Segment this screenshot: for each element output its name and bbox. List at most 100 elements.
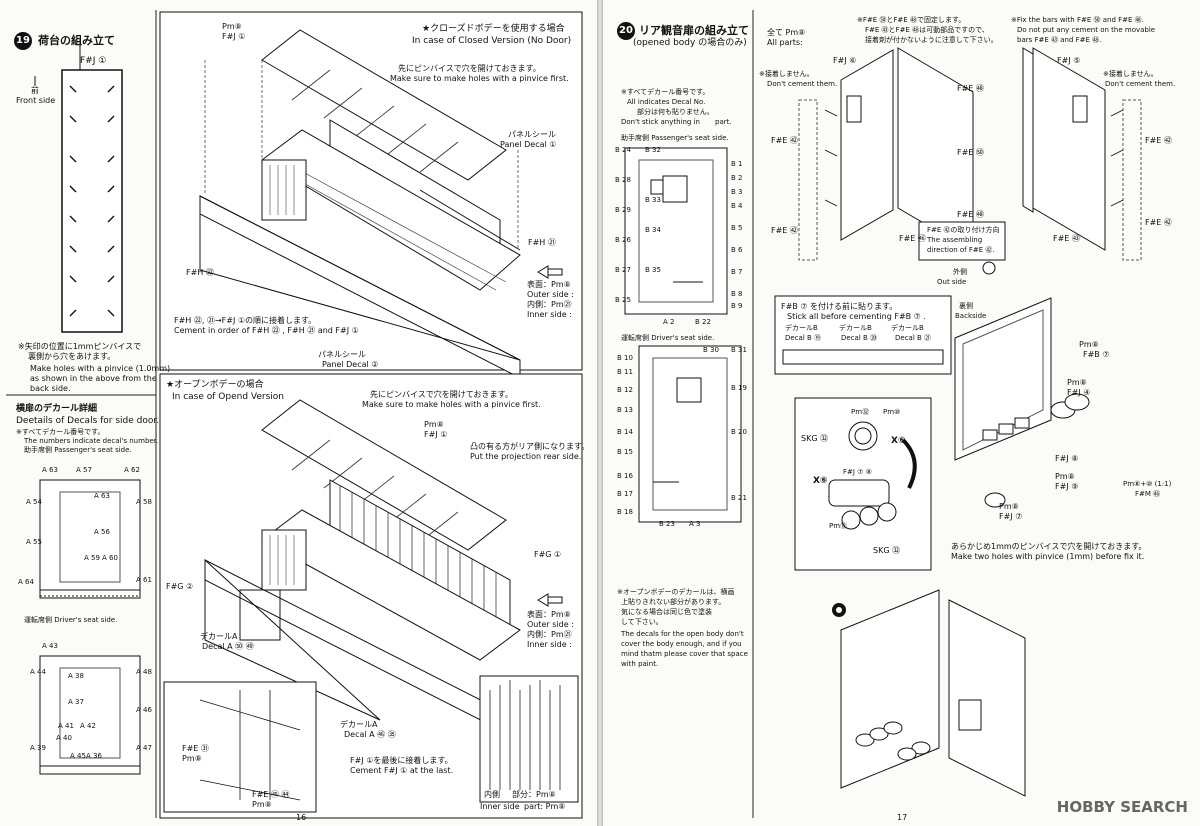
backside-p82: Pm㉜ [851, 408, 870, 416]
closed-legend-outer: 表面：Pm⑧ [527, 280, 571, 289]
decal-b-label: A 2 [663, 318, 675, 326]
decal-a-label: A 40 [56, 734, 72, 742]
open-inner-en: Inner side [480, 802, 520, 811]
decal-b-label: B 24 [615, 146, 631, 154]
open-rear-jp: 凸の有る方がリア側になります。 [470, 442, 590, 451]
doors-out-jp: 外側 [953, 268, 967, 276]
decal-b19-jp: デカールB [785, 324, 818, 332]
decal-b-label: B 2 [731, 174, 743, 182]
decal-a-label: A 54 [26, 498, 42, 506]
open-fg1-label: F#G ① [534, 550, 562, 559]
doors-nocement2-jp: ※接着しません。 [1103, 70, 1158, 78]
decal-a-label: A 63 [42, 466, 58, 474]
doors-fe58b: F#E ㊽ [957, 210, 984, 219]
decal-b21-jp: デカールB [891, 324, 924, 332]
decal-a-label: A 48 [136, 668, 152, 676]
backside-note-en: Stick all before cementing F#B ⑦ . [787, 312, 926, 321]
decal-b20-en: Decal B ⑳ [841, 334, 878, 342]
decal-b21-en: Decal B ㉑ [895, 334, 932, 342]
brand-name-2: SEARCH [1120, 798, 1188, 816]
open-decal-a2-en: Decal A ㊻ ㉟ [344, 730, 396, 739]
open-fj1-label: F#J ① [424, 430, 448, 439]
doors-dir-en2: direction of F#E ㊷. [927, 246, 995, 254]
left-page-drawings [6, 10, 583, 819]
decal-a-label: A 45 [70, 752, 86, 760]
backside-fm: Pm⑧+⑩ (1:1) [1123, 480, 1172, 488]
doors-fj5: F#J ⑤ [1057, 56, 1081, 65]
decal-b-label: B 34 [645, 226, 661, 234]
closed-panel2-jp: パネルシール [318, 350, 366, 359]
open-note-en2: cover the body enough, and if you [621, 640, 742, 648]
pinvice-note-en3: back side. [30, 384, 71, 393]
doors-fix-en1: ※Fix the bars with F#E ㊿ and F#E ㊽. [1011, 16, 1144, 24]
open-decal-a2-jp: デカールA [340, 720, 378, 729]
decal-b-label: B 14 [617, 428, 633, 436]
decal-b-label: B 13 [617, 406, 633, 414]
decal-b-label: B 15 [617, 448, 633, 456]
doors-fe52c: F#E ㊷ [1145, 136, 1172, 145]
decal-a-label: A 56 [94, 528, 110, 536]
open-inner-jp: 内側 [484, 790, 500, 799]
step-20-nostick-en2: part. [715, 118, 732, 126]
brand-name: HOBBY [1056, 798, 1115, 816]
step-20-driver-label: 運転席側 Driver's seat side. [621, 334, 715, 342]
doors-fe52d: F#E ㊷ [1145, 218, 1172, 227]
decal-b-label: B 30 [703, 346, 719, 354]
decal-b-label: B 19 [731, 384, 747, 392]
doors-out-en: Out side [937, 278, 967, 286]
front-en-label: Front side [16, 96, 56, 105]
open-note-jp3: 気になる場合は同じ色で塗装 [621, 608, 712, 616]
open-rear-en: Put the projection rear side. [470, 452, 582, 461]
open-note-en3: mind thatm please cover that space [621, 650, 748, 658]
decal-a-label: A 36 [86, 752, 102, 760]
front-jp-label: 前 [31, 86, 39, 95]
doors-all-parts: 全て Pm⑧ [767, 28, 806, 37]
decal-b20-jp: デカールB [839, 324, 872, 332]
backside-fj7a: F#J ⑦ ⑧ [843, 468, 872, 476]
backside-fj9: F#J ⑨ [1055, 482, 1079, 491]
step-19-number: 19 [14, 32, 32, 50]
open-title-en: In case of Opend Version [172, 392, 285, 402]
open-fg2-label: F#G ② [166, 582, 194, 591]
closed-p8-label: Pm⑧ [222, 22, 242, 31]
sidedoor-title-jp: 横扉のデカール詳細 [16, 404, 98, 414]
backside-en: Backside [955, 312, 987, 320]
open-pinvice-jp: 先にピンバイスで穴を開けておきます。 [370, 390, 513, 399]
decal-b-label: B 20 [731, 428, 747, 436]
decal-a-label: A 44 [30, 668, 46, 676]
decal-b-label: B 27 [615, 266, 631, 274]
open-inner-part: 部分：Pm⑧ [512, 790, 556, 799]
pinvice-note-jp1: ※矢印の位置に1mmピンバイスで [18, 342, 142, 351]
open-legend-inner: 内側：Pm㉑ [527, 630, 572, 639]
backside-p8d: Pm⑧ [999, 502, 1019, 511]
decal-a-label: A 63 [94, 492, 110, 500]
decal-b19-en: Decal B ⑲ [785, 334, 822, 342]
decal-b-label: B 25 [615, 296, 631, 304]
decal-b-label: B 26 [615, 236, 631, 244]
pinvice-note-en2: as shown in the above from the [30, 374, 157, 383]
decal-b-label: B 31 [731, 346, 747, 354]
step-20-passenger-label: 助手席側 Passenger's seat side. [621, 134, 729, 142]
decal-b-label: B 29 [615, 206, 631, 214]
sidedoor-note-jp: ※すべてデカール番号です。 [16, 428, 105, 436]
backside-fj7b: F#J ⑦ [999, 512, 1023, 521]
closed-panel2-en: Panel Decal ② [322, 360, 379, 369]
doors-fj6: F#J ⑥ [833, 56, 857, 65]
decal-a-label: A 59 [84, 554, 100, 562]
decal-b-label: B 17 [617, 490, 633, 498]
closed-title-jp: ★クローズドボデーを使用する場合 [422, 24, 565, 34]
page-number: 16 [296, 813, 307, 822]
decal-a-label: A 41 [58, 722, 74, 730]
open-pinvice-en: Make sure to make holes with a pinvice f… [362, 400, 541, 409]
open-inner-part-en: part: Pm⑧ [524, 802, 566, 811]
decal-a-label: A 39 [30, 744, 46, 752]
decal-a-label: A 64 [18, 578, 34, 586]
decal-a-label: A 60 [102, 554, 118, 562]
backside-holes-jp: あらかじめ1mmのピンバイスで穴を開けておきます。 [951, 542, 1147, 551]
doors-fix-jp2: F#E ㊸とF#E ㊽は可動部品ですので、 [865, 26, 989, 34]
backside-p50: Pm⑩ [883, 408, 901, 416]
doors-nocement-en: Don't cement them. [767, 80, 838, 88]
open-last-en: Cement F#J ① at the last. [350, 766, 454, 775]
right-page-drawings [624, 10, 1142, 818]
